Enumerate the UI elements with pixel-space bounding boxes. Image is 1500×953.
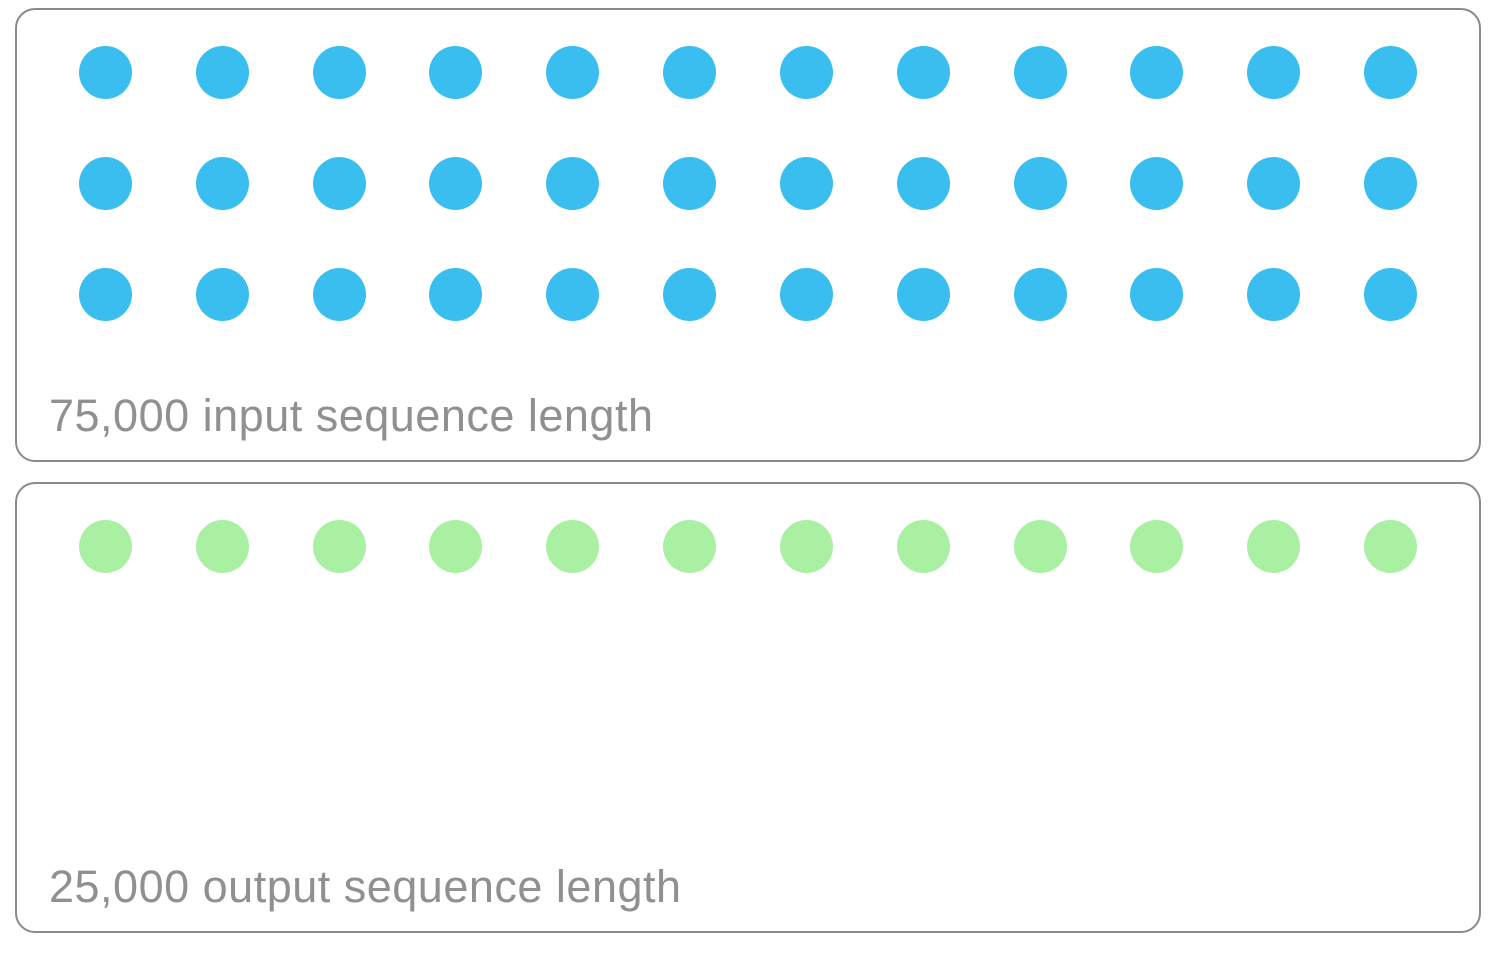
input-token-dot bbox=[663, 46, 717, 99]
input-token-dot bbox=[429, 157, 483, 210]
output-token-dot bbox=[1363, 520, 1417, 573]
input-dot-row bbox=[79, 157, 1417, 210]
input-token-dot bbox=[1130, 268, 1184, 321]
input-dot-grid bbox=[17, 10, 1479, 321]
output-token-dot bbox=[312, 520, 366, 573]
input-token-dot bbox=[779, 46, 833, 99]
input-token-dot bbox=[1363, 157, 1417, 210]
output-token-dot bbox=[1247, 520, 1301, 573]
output-token-dot bbox=[896, 520, 950, 573]
input-token-dot bbox=[546, 157, 600, 210]
input-token-dot bbox=[1247, 268, 1301, 321]
input-token-dot bbox=[1013, 157, 1067, 210]
output-token-dot bbox=[546, 520, 600, 573]
output-token-dot bbox=[779, 520, 833, 573]
input-token-dot bbox=[312, 268, 366, 321]
output-token-dot bbox=[663, 520, 717, 573]
input-token-dot bbox=[1363, 268, 1417, 321]
input-token-dot bbox=[312, 157, 366, 210]
input-token-dot bbox=[1130, 157, 1184, 210]
input-token-dot bbox=[429, 46, 483, 99]
input-token-dot bbox=[1130, 46, 1184, 99]
input-token-dot bbox=[195, 46, 249, 99]
output-dot-row bbox=[79, 520, 1417, 573]
output-token-dot bbox=[1013, 520, 1067, 573]
output-dot-grid bbox=[17, 484, 1479, 573]
input-token-dot bbox=[546, 46, 600, 99]
input-token-dot bbox=[663, 157, 717, 210]
output-token-dot bbox=[195, 520, 249, 573]
input-token-dot bbox=[896, 268, 950, 321]
input-sequence-panel: 75,000 input sequence length bbox=[15, 8, 1481, 462]
input-token-dot bbox=[1247, 46, 1301, 99]
input-token-dot bbox=[1363, 46, 1417, 99]
output-token-dot bbox=[79, 520, 132, 573]
input-token-dot bbox=[79, 46, 132, 99]
input-token-dot bbox=[546, 268, 600, 321]
output-token-dot bbox=[429, 520, 483, 573]
input-token-dot bbox=[79, 268, 132, 321]
input-token-dot bbox=[195, 268, 249, 321]
input-dot-row bbox=[79, 268, 1417, 321]
input-token-dot bbox=[779, 157, 833, 210]
input-token-dot bbox=[195, 157, 249, 210]
output-sequence-panel: 25,000 output sequence length bbox=[15, 482, 1481, 933]
output-token-dot bbox=[1130, 520, 1184, 573]
input-sequence-label: 75,000 input sequence length bbox=[49, 390, 654, 441]
input-token-dot bbox=[1013, 268, 1067, 321]
input-token-dot bbox=[312, 46, 366, 99]
input-token-dot bbox=[1247, 157, 1301, 210]
input-token-dot bbox=[429, 268, 483, 321]
output-sequence-label: 25,000 output sequence length bbox=[49, 861, 682, 912]
input-token-dot bbox=[896, 46, 950, 99]
input-token-dot bbox=[1013, 46, 1067, 99]
input-token-dot bbox=[779, 268, 833, 321]
input-token-dot bbox=[79, 157, 132, 210]
input-token-dot bbox=[896, 157, 950, 210]
input-token-dot bbox=[663, 268, 717, 321]
input-dot-row bbox=[79, 46, 1417, 99]
